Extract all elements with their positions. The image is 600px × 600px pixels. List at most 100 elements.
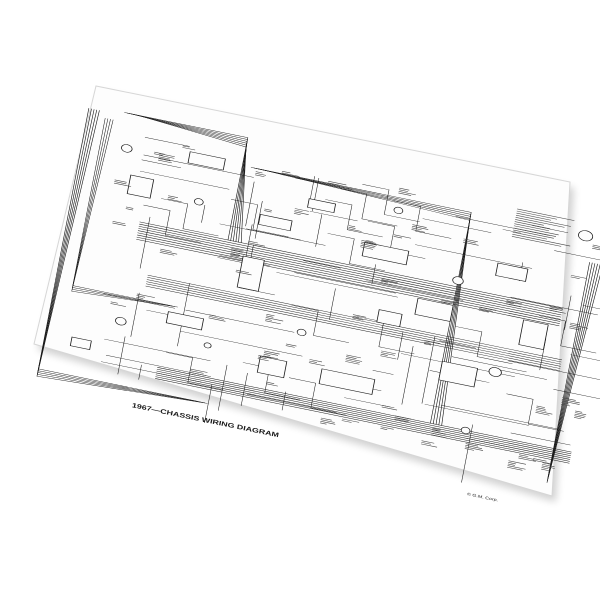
- label-text-mark: [167, 197, 175, 199]
- label-text-mark: [420, 443, 438, 448]
- connector-block: [236, 255, 265, 292]
- wire: [136, 236, 560, 324]
- lamp-symbol: [452, 276, 464, 285]
- label-text-mark: [327, 184, 342, 188]
- label-text-mark: [440, 301, 450, 305]
- label-text-mark: [542, 462, 551, 465]
- label-text-mark: [479, 306, 496, 311]
- label-text-mark: [533, 458, 547, 462]
- wire: [130, 292, 140, 337]
- wire: [156, 368, 572, 455]
- label-text-mark: [264, 350, 280, 355]
- wire: [288, 377, 347, 416]
- label-text-mark: [352, 314, 367, 318]
- label-text-mark: [352, 317, 364, 321]
- wire: [138, 364, 142, 380]
- label-text-mark: [549, 308, 557, 311]
- wire: [547, 263, 598, 480]
- label-text-mark: [266, 381, 275, 384]
- wire: [461, 424, 473, 483]
- label-text-mark: [125, 208, 134, 211]
- connector-block: [376, 309, 403, 328]
- label-text-mark: [281, 174, 299, 179]
- label-text-mark: [507, 463, 515, 466]
- connector-block: [318, 368, 376, 395]
- wire: [548, 262, 593, 476]
- wire: [254, 201, 263, 239]
- label-text-mark: [532, 459, 551, 464]
- lamp-symbol: [460, 426, 471, 434]
- wire: [554, 250, 600, 266]
- label-text-mark: [208, 315, 224, 320]
- wire: [510, 432, 571, 446]
- wire: [231, 199, 289, 237]
- label-text-mark: [393, 236, 403, 239]
- wire: [502, 229, 522, 234]
- label-text-mark: [398, 192, 412, 196]
- lamp-symbol: [393, 206, 404, 214]
- label-text-mark: [352, 315, 360, 318]
- lamp-symbol: [193, 198, 204, 206]
- label-text-mark: [126, 206, 134, 209]
- label-text-mark: [136, 295, 146, 298]
- label-text-mark: [398, 191, 416, 196]
- wire: [295, 177, 353, 190]
- lamp-symbol: [578, 230, 594, 242]
- label-text-mark: [255, 171, 263, 174]
- label-text-mark: [158, 159, 172, 164]
- wire: [245, 181, 255, 227]
- label-text-mark: [265, 318, 272, 321]
- label-text-mark: [235, 269, 249, 274]
- label-text-mark: [264, 208, 273, 211]
- wire: [139, 223, 563, 311]
- wire: [146, 279, 562, 365]
- label-text-mark: [431, 434, 447, 439]
- label-text-mark: [574, 412, 587, 416]
- label-text-mark: [319, 422, 327, 425]
- label-text-mark: [258, 355, 272, 359]
- label-text-mark: [424, 341, 431, 344]
- wire: [217, 364, 228, 411]
- label-text-mark: [230, 253, 241, 256]
- label-text-mark: [380, 353, 388, 356]
- wire: [546, 264, 600, 483]
- label-text-mark: [110, 301, 118, 304]
- label-text-mark: [463, 238, 478, 243]
- wire: [242, 362, 301, 401]
- label-text-mark: [327, 182, 341, 186]
- wire: [179, 330, 303, 357]
- label-text-mark: [189, 373, 197, 376]
- label-text-mark: [255, 174, 265, 178]
- wire: [339, 188, 398, 227]
- label-text-mark: [411, 227, 422, 231]
- wire: [262, 169, 471, 426]
- label-text-mark: [114, 179, 127, 183]
- connector-block: [307, 198, 337, 214]
- label-text-mark: [309, 360, 317, 363]
- label-text-mark: [380, 282, 393, 286]
- label-text-mark: [570, 274, 587, 279]
- label-text-mark: [561, 400, 580, 405]
- wire: [136, 239, 560, 327]
- wire: [138, 226, 562, 314]
- label-text-mark: [381, 350, 396, 355]
- wire: [246, 393, 337, 413]
- wire: [143, 154, 254, 178]
- label-text-mark: [341, 420, 352, 423]
- label-text-mark: [462, 241, 479, 246]
- label-text-mark: [569, 324, 589, 329]
- label-text-mark: [346, 354, 361, 359]
- wire: [401, 346, 414, 405]
- wire: [329, 288, 336, 320]
- label-text-mark: [507, 465, 526, 470]
- label-text-mark: [535, 412, 550, 416]
- label-text-mark: [560, 403, 571, 407]
- wire: [145, 285, 560, 371]
- wire: [366, 280, 464, 301]
- wire: [291, 305, 349, 343]
- wire: [466, 438, 509, 448]
- label-text-mark: [281, 172, 300, 177]
- wire: [439, 340, 477, 349]
- lamp-symbol: [121, 144, 133, 153]
